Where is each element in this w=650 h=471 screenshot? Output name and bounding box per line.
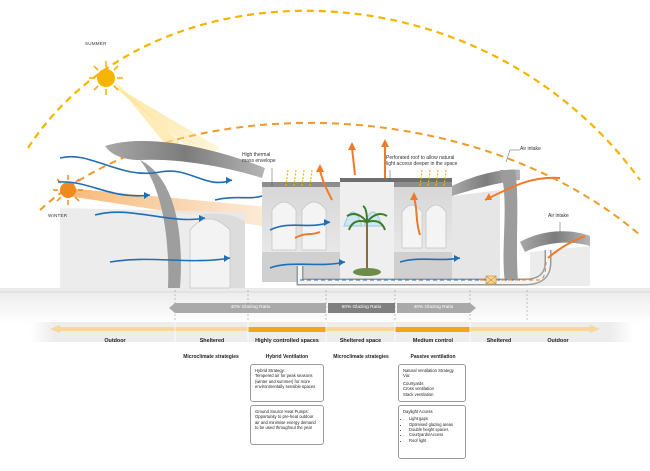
season-label-winter: WINTER [48, 213, 68, 218]
box-title: Natural Ventilation Strategy [403, 368, 454, 373]
daylight-arrows [285, 169, 447, 187]
right-canopy [452, 169, 590, 286]
box-hybrid-strategy: Hybrid Strategy: Tempered air for peak s… [250, 364, 324, 402]
annotation-air-intake-top: Air intake [520, 146, 541, 152]
summer-sun-path [27, 9, 641, 181]
season-label-summer: SUMMER [85, 41, 107, 46]
highlight-bar-medium [395, 327, 470, 332]
annotation-line: Perforated roof to allow natural [386, 155, 455, 161]
zone-outdoor-right: Outdoor [547, 338, 569, 344]
airflow-blue [57, 155, 461, 269]
box-item: Stack ventilation [403, 391, 434, 397]
glazing-ratio-right: 40% Glazing Ratio [413, 305, 454, 310]
box-bullet-item: Roof light [409, 438, 461, 443]
summer-sun-beam-2 [113, 80, 180, 150]
zone-sheltered-right: Sheltered [486, 338, 512, 344]
glazing-bar-left [175, 303, 326, 313]
zone-outdoor-left: Outdoor [104, 338, 126, 344]
box-text: Tempered air for peak seasons (winter an… [255, 373, 316, 390]
highlight-bar-controlled [248, 327, 326, 332]
summer-sun-icon [89, 61, 123, 95]
box-bullet-item: Courtyards/Access [409, 432, 461, 437]
winter-sun-icon [53, 175, 83, 205]
box-title: Hybrid Strategy: [255, 368, 286, 373]
strategy-hybrid-ventilation: Hybrid Ventilation [265, 354, 309, 360]
box-bullet-item: Optimised glazing areas [409, 422, 461, 427]
box-daylight-access: Daylight Access Light gaps Optimised gla… [398, 405, 466, 459]
airflow-orange [294, 145, 586, 259]
box-ground-source: Ground Source Heat Pumps: Opportunity to… [250, 405, 324, 445]
glazing-bar-middle [328, 303, 395, 313]
box-title: Daylight Access [403, 409, 433, 414]
box-subtitle: Via: [403, 373, 411, 379]
zone-sheltered-left: Sheltered [199, 338, 225, 344]
annotation-line: High thermal [242, 152, 271, 158]
box-item: Cross ventilation [403, 386, 434, 392]
box-bullet-item: Light gaps [409, 416, 461, 421]
strategy-microclimate-left: Microclimate strategies [183, 354, 239, 360]
annotation-thermal-mass: High thermal mass envelope [242, 152, 276, 164]
annotation-perforated-roof: Perforated roof to allow natural light a… [386, 155, 457, 167]
box-text: Opportunity to pre-heat outdoor air and … [255, 414, 316, 431]
box-natural-ventilation: Natural Ventilation Strategy Via: Courty… [398, 364, 466, 402]
central-building [262, 178, 452, 282]
glazing-ratio-left: 40% Glazing Ratio [230, 305, 271, 310]
underground-duct [296, 250, 552, 286]
box-bullet-item: Double height spaces [409, 427, 461, 432]
zone-sheltered-space: Sheltered space [339, 338, 382, 344]
zone-highly-controlled: Highly controlled spaces [255, 338, 319, 344]
box-title: Ground Source Heat Pumps: [255, 409, 309, 414]
annotation-air-intake-right: Air intake [548, 213, 569, 219]
winter-sun-path [39, 121, 641, 236]
box-item: Courtyards [403, 380, 424, 386]
strategy-microclimate-middle: Microclimate strategies [333, 354, 389, 360]
zone-medium-control: Medium control [412, 338, 454, 344]
annotation-line: light access deeper in the space [386, 161, 458, 167]
palm-tree-icon [346, 205, 388, 276]
glazing-ratio-middle: 60% Glazing Ratio [341, 305, 382, 310]
annotation-line: mass envelope [242, 158, 276, 164]
strategy-passive-ventilation: Passive ventilation [410, 354, 456, 360]
left-canopy [60, 141, 265, 289]
glazing-bar-right [397, 303, 470, 313]
